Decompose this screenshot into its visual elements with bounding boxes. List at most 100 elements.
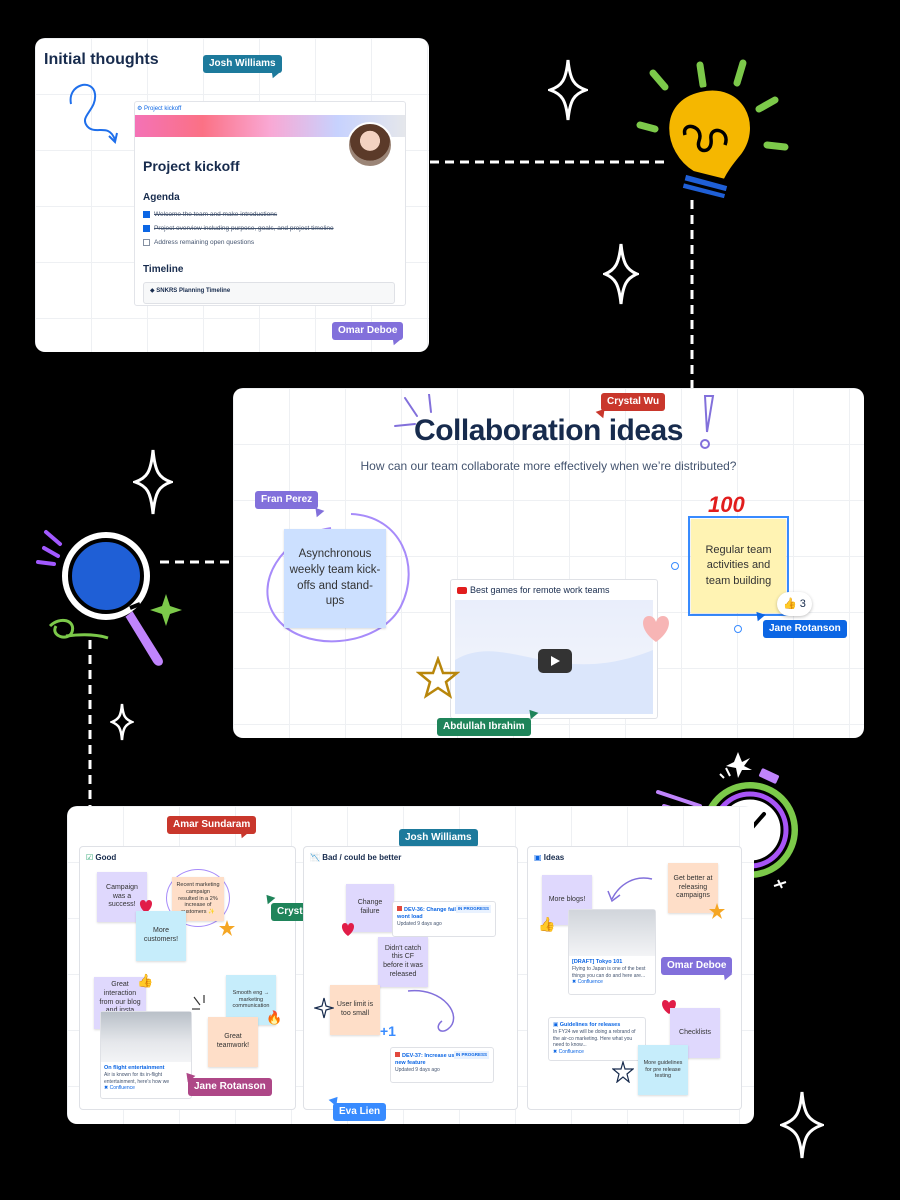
sparkle-icon <box>780 1091 824 1159</box>
agenda-item: Welcome the team and make introductions <box>143 208 334 222</box>
avatar <box>347 122 393 168</box>
card-title: ▣ Guidelines for releases <box>553 1022 621 1028</box>
confluence-card[interactable]: [DRAFT] Tokyo 101 Flying to Japan is one… <box>568 909 656 995</box>
sticky-note[interactable]: More guidelines for pre release testing <box>638 1045 688 1095</box>
column-bad: 📉 Bad / could be better Change failure D… <box>303 846 518 1110</box>
timeline-label: ◆ SNKRS Planning Timeline <box>150 288 231 294</box>
card-image <box>569 910 655 956</box>
lightbulb-icon <box>636 59 789 207</box>
agenda-item-text: Welcome the team and make introductions <box>154 211 278 218</box>
bug-icon <box>397 906 402 911</box>
bug-icon <box>395 1052 400 1057</box>
sticky-note[interactable]: More customers! <box>136 911 186 961</box>
sticky-note[interactable]: Asynchronous weekly team kick-offs and s… <box>284 529 386 628</box>
confluence-card[interactable]: On flight entertainment Air is known for… <box>100 1011 192 1099</box>
cursor-tag-abdullah: Abdullah Ibrahim <box>437 718 531 736</box>
status-badge: IN PROGRESS <box>453 1051 489 1059</box>
cursor-tag-omar: Omar Deboe <box>332 322 404 340</box>
checkbox-checked[interactable] <box>143 210 150 218</box>
timeline-heading: Timeline <box>143 264 184 275</box>
status-badge: IN PROGRESS <box>455 905 491 913</box>
cursor-tag-eva: Eva Lien <box>333 1103 387 1121</box>
page-breadcrumb-label: Project kickoff <box>144 106 182 112</box>
selection-handle[interactable] <box>734 625 742 633</box>
burst-doodle <box>192 995 205 1010</box>
reaction-pill[interactable]: 👍 3 <box>777 592 812 616</box>
jira-issue-card[interactable]: DEV-37: Increase user limit on new featu… <box>390 1047 494 1083</box>
youtube-icon <box>457 587 467 595</box>
star-icon <box>416 656 460 699</box>
burst-doodle <box>394 394 432 427</box>
issue-title-text: DEV-37: Increase user limit on new featu… <box>395 1053 481 1067</box>
board-subtitle: How can our team collaborate more effect… <box>360 459 737 473</box>
column-title: Bad / could be better <box>322 853 402 862</box>
star-icon <box>612 1061 634 1083</box>
video-card[interactable]: Best games for remote work teams <box>450 579 658 719</box>
cursor-tag-jane: Jane Rotanson <box>763 620 847 638</box>
heart-icon <box>341 923 355 936</box>
issue-title: DEV-37: Increase user limit on new featu… <box>395 1052 489 1067</box>
exclamation-doodle <box>700 395 715 449</box>
cursor-tag-josh: Josh Williams <box>399 829 478 847</box>
checkbox-unchecked[interactable] <box>143 238 150 246</box>
agenda-item: Address remaining open questions <box>143 236 334 250</box>
issue-title: DEV-36: Change failure - images wont loa… <box>397 906 491 921</box>
column-header: ▣ Ideas <box>534 853 564 862</box>
plus-one-label: +1 <box>380 1023 396 1039</box>
card-source: ✖ Confluence <box>553 1048 584 1055</box>
column-title: Ideas <box>543 853 565 862</box>
arrow-doodle <box>407 990 455 1032</box>
play-icon <box>551 656 560 666</box>
timeline-embed[interactable]: ◆ SNKRS Planning Timeline <box>143 282 395 304</box>
cursor-tag-fran: Fran Perez <box>255 491 319 509</box>
circle-doodle <box>166 869 230 927</box>
star-icon <box>709 903 725 919</box>
sticky-note[interactable]: Regular team activities and team buildin… <box>691 519 786 613</box>
card-text: Flying to Japan is one of the best thing… <box>572 966 646 979</box>
doc-title: Project kickoff <box>143 158 240 174</box>
sticky-note[interactable]: Didn't catch this CF before it was relea… <box>378 937 428 987</box>
issue-meta: Updated 9 days ago <box>395 1067 440 1074</box>
card-source-label: Confluence <box>109 1085 135 1092</box>
column-ideas: ▣ Ideas More blogs! 👍 Get better at rele… <box>527 846 742 1110</box>
card-image <box>101 1012 191 1062</box>
card-title-text: Guidelines for releases <box>559 1022 621 1028</box>
timeline-label-text: SNKRS Planning Timeline <box>156 288 231 294</box>
sticky-note[interactable]: Get better at releasing campaigns <box>668 863 718 913</box>
confluence-card[interactable]: ▣ Guidelines for releases In FY24 we wil… <box>548 1017 646 1061</box>
video-title: Best games for remote work teams <box>470 585 610 595</box>
jira-issue-card[interactable]: DEV-36: Change failure - images wont loa… <box>392 901 496 937</box>
card-source: ✖ Confluence <box>104 1085 135 1092</box>
collaboration-ideas-board: Collaboration ideas Crystal Wu How can o… <box>233 388 864 738</box>
card-body: [DRAFT] Tokyo 101 Flying to Japan is one… <box>569 956 655 989</box>
sticky-note[interactable]: Change failure <box>346 884 394 932</box>
sticky-note[interactable]: Great teamwork! <box>208 1017 258 1067</box>
agenda-item-text: Project overview including purpose, goal… <box>154 225 334 232</box>
issue-title-text: DEV-36: Change failure - images wont loa… <box>397 907 489 921</box>
card-title: On flight entertainment <box>104 1065 165 1071</box>
reaction-count: 3 <box>799 598 806 610</box>
cursor-tag-jane: Jane Rotanson <box>188 1078 272 1096</box>
issue-meta: Updated 9 days ago <box>397 921 442 928</box>
squiggle-doodle <box>69 83 118 144</box>
card-body: On flight entertainment Air is known for… <box>101 1062 191 1095</box>
sparkle-icon <box>548 59 588 121</box>
sparkle-icon <box>603 243 639 305</box>
chart-down-icon: 📉 <box>310 853 320 862</box>
board-title: Initial thoughts <box>44 51 159 68</box>
embedded-page-card[interactable]: ⚙ Project kickoff Project kickoff Agenda… <box>134 101 406 306</box>
selection-box[interactable] <box>688 516 789 616</box>
selection-handle[interactable] <box>671 562 679 570</box>
video-header: Best games for remote work teams <box>457 585 610 595</box>
sticky-note[interactable]: User limit is too small <box>330 985 380 1035</box>
play-button[interactable] <box>538 649 572 673</box>
sparkle-icon <box>110 703 134 741</box>
sparkle-icon <box>133 449 173 515</box>
checkbox-checked[interactable] <box>143 224 150 232</box>
thumbs-up-icon: 👍 <box>538 916 556 932</box>
hundred-icon: 100 <box>708 492 745 517</box>
agenda-list: Welcome the team and make introductions … <box>143 208 334 250</box>
sticky-note[interactable]: Smooth eng → marketing communication <box>226 975 276 1025</box>
page-breadcrumb: ⚙ Project kickoff <box>137 106 182 112</box>
